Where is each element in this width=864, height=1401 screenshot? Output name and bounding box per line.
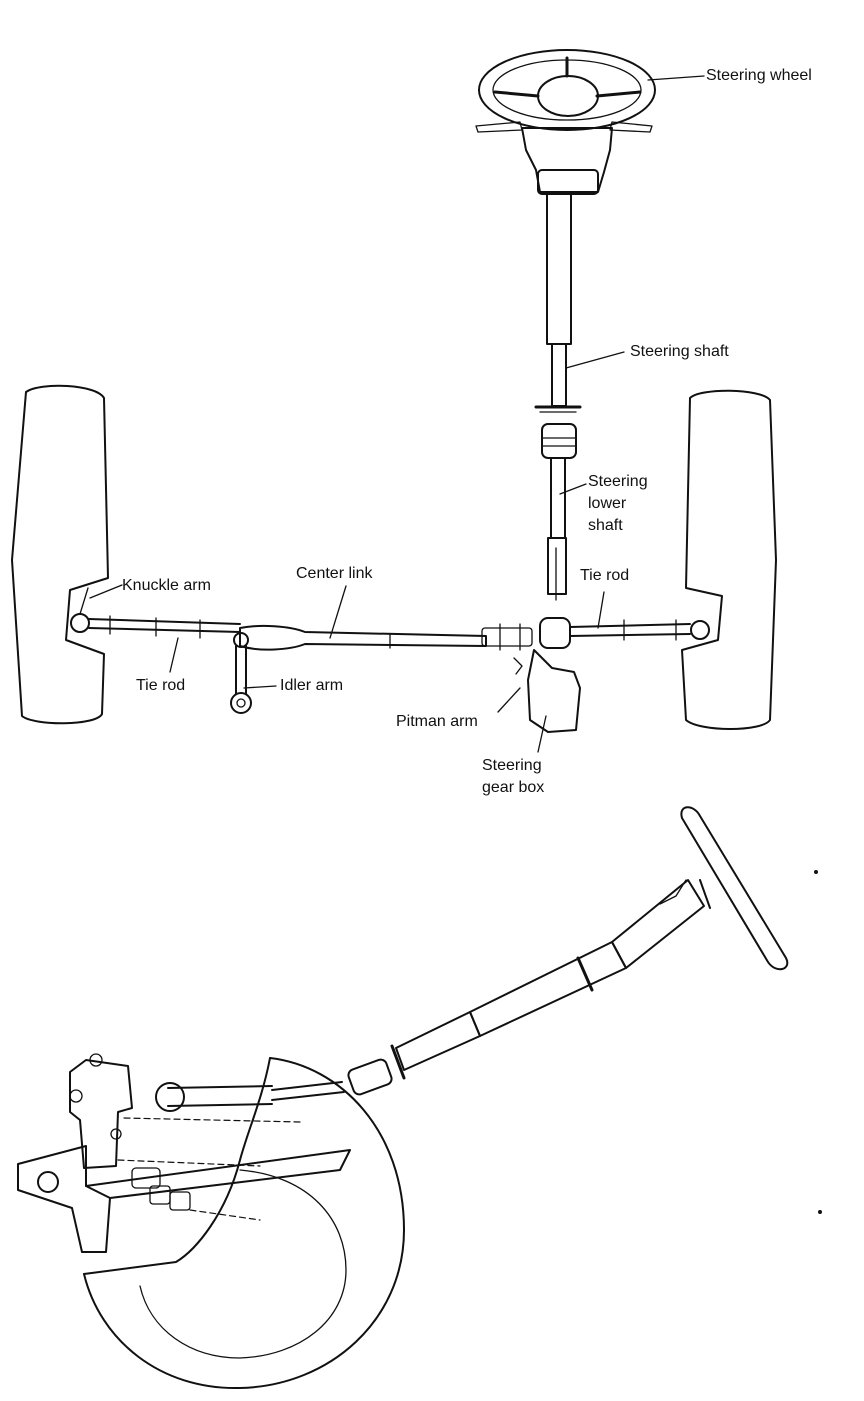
label-steering-lower-shaft-line2: lower	[588, 495, 627, 512]
label-tie-rod-right: Tie rod	[580, 567, 630, 584]
idler-arm-drawing	[230, 632, 252, 714]
right-wheel-drawing	[681, 389, 777, 730]
center-link-drawing	[239, 623, 533, 651]
side-gear-box-drawing	[69, 1053, 133, 1169]
label-steering-shaft: Steering shaft	[630, 343, 729, 360]
steering-wheel-drawing	[475, 49, 656, 195]
label-pitman-arm: Pitman arm	[396, 713, 478, 730]
right-tie-rod-drawing	[539, 617, 710, 649]
steering-shaft-drawing	[534, 193, 582, 459]
side-frame-drawing	[17, 1117, 351, 1253]
leader-lines	[89, 75, 705, 753]
stray-mark	[814, 870, 818, 874]
left-wheel-drawing	[11, 384, 109, 725]
label-steering-lower-shaft-line3: shaft	[588, 517, 623, 534]
side-steering-column-drawing	[155, 879, 705, 1112]
left-tie-rod-drawing	[70, 587, 241, 639]
stray-mark	[818, 1210, 822, 1214]
label-steering-gear-box-line2: gear box	[482, 779, 545, 796]
label-steering-gear-box-line1: Steering	[482, 757, 542, 774]
label-knuckle-arm: Knuckle arm	[122, 577, 211, 594]
label-center-link: Center link	[296, 565, 373, 582]
label-tie-rod-left: Tie rod	[136, 677, 186, 694]
steering-gear-box-drawing	[513, 649, 581, 733]
label-steering-lower-shaft-line1: Steering	[588, 473, 648, 490]
side-wheel-drawing	[83, 1057, 405, 1390]
label-steering-wheel: Steering wheel	[706, 67, 812, 84]
side-steering-wheel-drawing	[680, 806, 789, 971]
label-idler-arm: Idler arm	[280, 677, 344, 694]
steering-lower-shaft-drawing	[547, 457, 567, 601]
